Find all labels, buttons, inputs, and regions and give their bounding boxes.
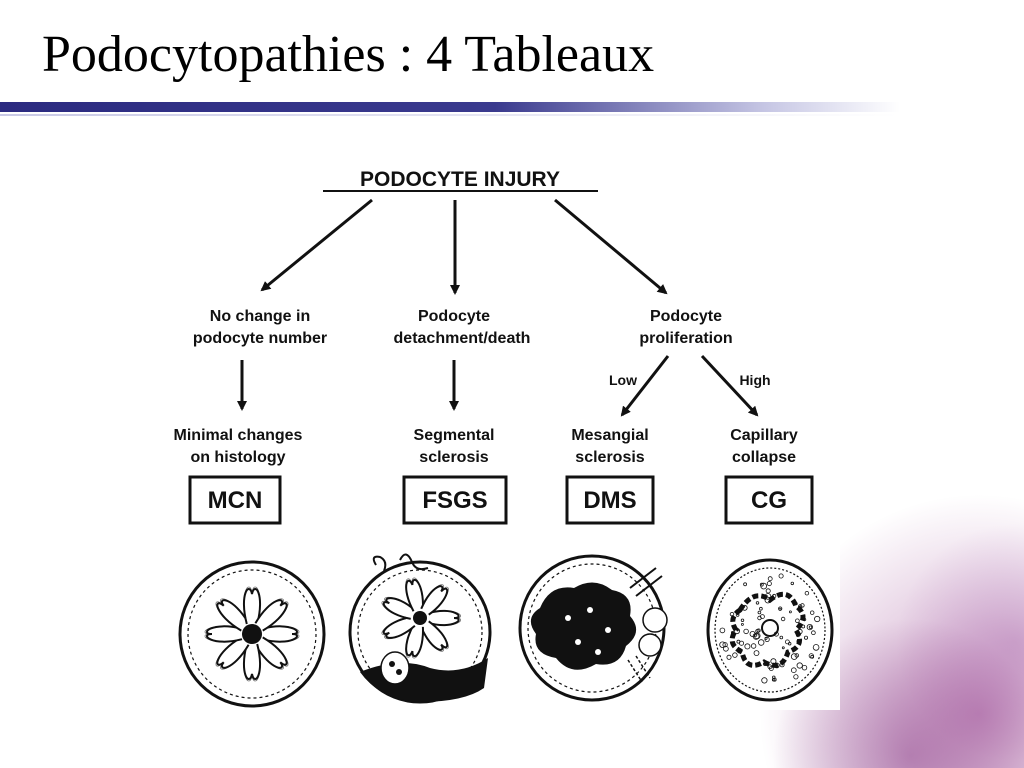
flow-diagram-svg: PODOCYTE INJURY No change in podocyte nu…: [174, 168, 834, 708]
box-cg-label: CG: [751, 487, 787, 514]
podocyte-injury-diagram: PODOCYTE INJURY No change in podocyte nu…: [150, 150, 840, 710]
outcome-fsgs-line2: sclerosis: [419, 449, 488, 466]
box-cg: [724, 475, 814, 525]
arrow-label-low: Low: [609, 372, 637, 388]
arrow-root-to-proliferation: [554, 198, 668, 295]
arrow-proliferation-low: [620, 355, 670, 417]
box-dms-label: DMS: [583, 487, 636, 514]
root-label: PODOCYTE INJURY: [360, 168, 560, 191]
outcome-dms-line2: sclerosis: [575, 449, 644, 466]
outcome-mcn-line2: on histology: [190, 449, 285, 466]
outcome-cg-line1: Capillary: [730, 427, 798, 444]
arrow-proliferation-high: [700, 354, 759, 417]
title-underline-shadow: [0, 114, 900, 116]
title-underline: [0, 102, 900, 112]
outcome-dms-line1: Mesangial: [571, 427, 648, 444]
outcome-mcn-line1: Minimal changes: [174, 427, 303, 444]
glomerulus-mcn-illustration: [178, 560, 326, 708]
branch-no-change-line2: podocyte number: [193, 330, 327, 347]
outcome-cg-line2: collapse: [732, 449, 796, 466]
branch-no-change-line1: No change in: [210, 308, 310, 325]
branch-detachment-line1: Podocyte: [418, 308, 490, 325]
box-mcn-label: MCN: [208, 487, 263, 514]
arrow-label-high: High: [739, 372, 770, 388]
box-mcn: [188, 475, 282, 525]
glomerulus-dms-illustration: [518, 554, 668, 702]
arrow-root-to-no-change: [260, 198, 373, 292]
glomerulus-cg-illustration: [706, 558, 834, 702]
outcome-fsgs-line1: Segmental: [414, 427, 495, 444]
box-fsgs: [402, 475, 508, 525]
glomerulus-fsgs-illustration: [348, 553, 492, 704]
branch-proliferation-line1: Podocyte: [650, 308, 722, 325]
box-fsgs-label: FSGS: [422, 487, 487, 514]
branch-detachment-line2: detachment/death: [394, 330, 531, 347]
slide-title: Podocytopathies : 4 Tableaux: [42, 26, 655, 83]
branch-proliferation-line2: proliferation: [639, 330, 732, 347]
box-dms: [565, 475, 655, 525]
